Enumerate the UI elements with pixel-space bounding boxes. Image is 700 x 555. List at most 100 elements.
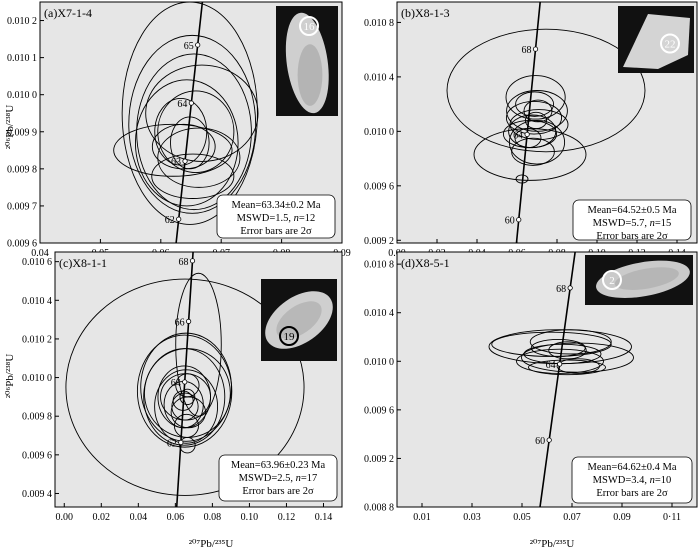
y-tick-label: 0.010 2 — [22, 334, 52, 345]
stats-box — [571, 456, 693, 504]
y-tick-label: 0.010 1 — [7, 53, 37, 64]
analysis-spot-circle — [279, 326, 299, 346]
error-ellipse — [524, 111, 548, 130]
panel-title: (c)X8-1-1 — [59, 256, 107, 270]
stats-mswd-prefix: MSWD=3.4, — [593, 475, 650, 486]
concordia-age-label: 66 — [175, 317, 185, 328]
concordia-age-marker — [546, 437, 552, 443]
y-tick-label: 0.010 8 — [364, 18, 394, 29]
y-tick-label: 0.009 6 — [364, 405, 394, 416]
concordia-age-label: 68 — [522, 45, 532, 56]
y-axis-label-bottom: ²⁰⁶Pb/²³⁸U — [4, 354, 16, 399]
zircon-zoning — [297, 44, 323, 106]
x-tick-label: 0.08 — [204, 512, 222, 523]
stats-n-value: =15 — [655, 218, 671, 229]
error-ellipse — [509, 109, 569, 140]
concordia-age-label: 64 — [546, 360, 556, 371]
stats-n-label: n — [650, 475, 655, 486]
y-tick-label: 0.009 6 — [364, 181, 394, 192]
error-ellipse — [175, 373, 200, 398]
error-ellipse — [508, 120, 566, 165]
error-ellipse — [446, 28, 646, 153]
analysis-spot-number: 19 — [284, 331, 296, 343]
x-tick-label: 0.04 — [130, 512, 148, 523]
y-tick-label: 0.009 8 — [7, 164, 37, 175]
error-ellipse — [145, 64, 259, 162]
concordia-age-marker — [176, 216, 182, 222]
concordia-age-marker — [524, 131, 530, 138]
concordia-age-label: 65 — [184, 41, 194, 52]
error-ellipse — [548, 341, 587, 360]
y-tick-label: 0.009 4 — [22, 489, 52, 500]
y-tick-label: 0.010 8 — [364, 260, 394, 271]
concordia-age-label: 68 — [179, 257, 189, 268]
stats-n-label: n — [650, 218, 655, 229]
y-tick-label: 0.009 6 — [22, 450, 52, 461]
x-tick-label: 0.12 — [278, 512, 296, 523]
stats-error: Error bars are 2σ — [242, 486, 314, 497]
concordia-age-label: 62 — [165, 215, 175, 226]
error-ellipse — [179, 388, 196, 406]
zircon-zoning — [614, 267, 679, 290]
stats-mswd: MSWD=2.5, n=17 — [239, 473, 318, 484]
zircon-zoning — [276, 301, 322, 339]
x-axis-label-right: ²⁰⁷Pb/²³⁵U — [530, 538, 575, 550]
analysis-spot-circle — [299, 16, 319, 36]
panel-title: (d)X8-5-1 — [401, 256, 450, 270]
panel-title: (b)X8-1-3 — [401, 6, 450, 20]
y-tick-label: 0.010 4 — [22, 296, 52, 307]
concordia-age-marker — [186, 318, 192, 324]
error-ellipse — [175, 272, 222, 417]
x-tick-label: 0.10 — [241, 512, 259, 523]
error-ellipse — [136, 53, 252, 211]
analysis-spot-number: 2 — [609, 275, 615, 287]
concordia-age-label: 64 — [177, 99, 187, 110]
stats-n-value: =10 — [655, 475, 671, 486]
error-ellipse — [65, 278, 305, 496]
stats-box — [216, 194, 336, 239]
error-ellipse — [529, 329, 612, 355]
concordia-age-marker — [195, 42, 201, 48]
error-ellipse — [151, 153, 235, 199]
error-ellipse — [528, 359, 606, 376]
error-ellipse — [157, 90, 235, 174]
error-ellipse — [511, 137, 555, 166]
error-ellipse — [157, 127, 241, 188]
y-tick-label: 0.010 0 — [22, 373, 52, 384]
error-ellipse — [523, 99, 553, 123]
x-tick-label: 0.04 — [31, 248, 49, 259]
error-ellipse — [136, 334, 233, 448]
error-ellipse — [505, 100, 563, 135]
y-tick-label: 0.010 4 — [364, 308, 394, 319]
y-tick-label: 0.010 6 — [22, 257, 52, 268]
y-tick-label: 0.009 7 — [7, 201, 37, 212]
concordia-curve — [515, 2, 541, 243]
x-tick-label: 0·11 — [663, 512, 681, 523]
error-ellipse — [140, 332, 232, 442]
concordia-age-marker — [557, 361, 563, 367]
stats-mswd-prefix: MSWD=1.5, — [237, 213, 294, 224]
error-ellipse — [516, 348, 604, 374]
y-tick-label: 0.010 0 — [364, 127, 394, 138]
x-tick-label: 0.07 — [563, 512, 581, 523]
zircon-cl-image: 19 — [261, 279, 337, 361]
y-axis-label-top: ²⁰⁶Pb/²³⁸U — [4, 105, 16, 150]
analysis-spot-number: 22 — [665, 39, 676, 51]
zircon-cl-image: 16 — [276, 6, 338, 116]
stats-mswd-prefix: MSWD=2.5, — [239, 473, 296, 484]
stats-n-value: =17 — [301, 473, 317, 484]
concordia-age-marker — [532, 46, 539, 52]
stats-mean: Mean=64.62±0.4 Ma — [588, 462, 677, 473]
concordia-age-marker — [567, 285, 573, 291]
x-tick-label: 0.05 — [513, 512, 531, 523]
y-tick-label: 0.009 8 — [22, 412, 52, 423]
stats-n-value: =12 — [299, 213, 315, 224]
stats-n-label: n — [294, 213, 299, 224]
x-tick-label: 0.06 — [167, 512, 185, 523]
y-tick-label: 0.010 4 — [364, 72, 394, 83]
